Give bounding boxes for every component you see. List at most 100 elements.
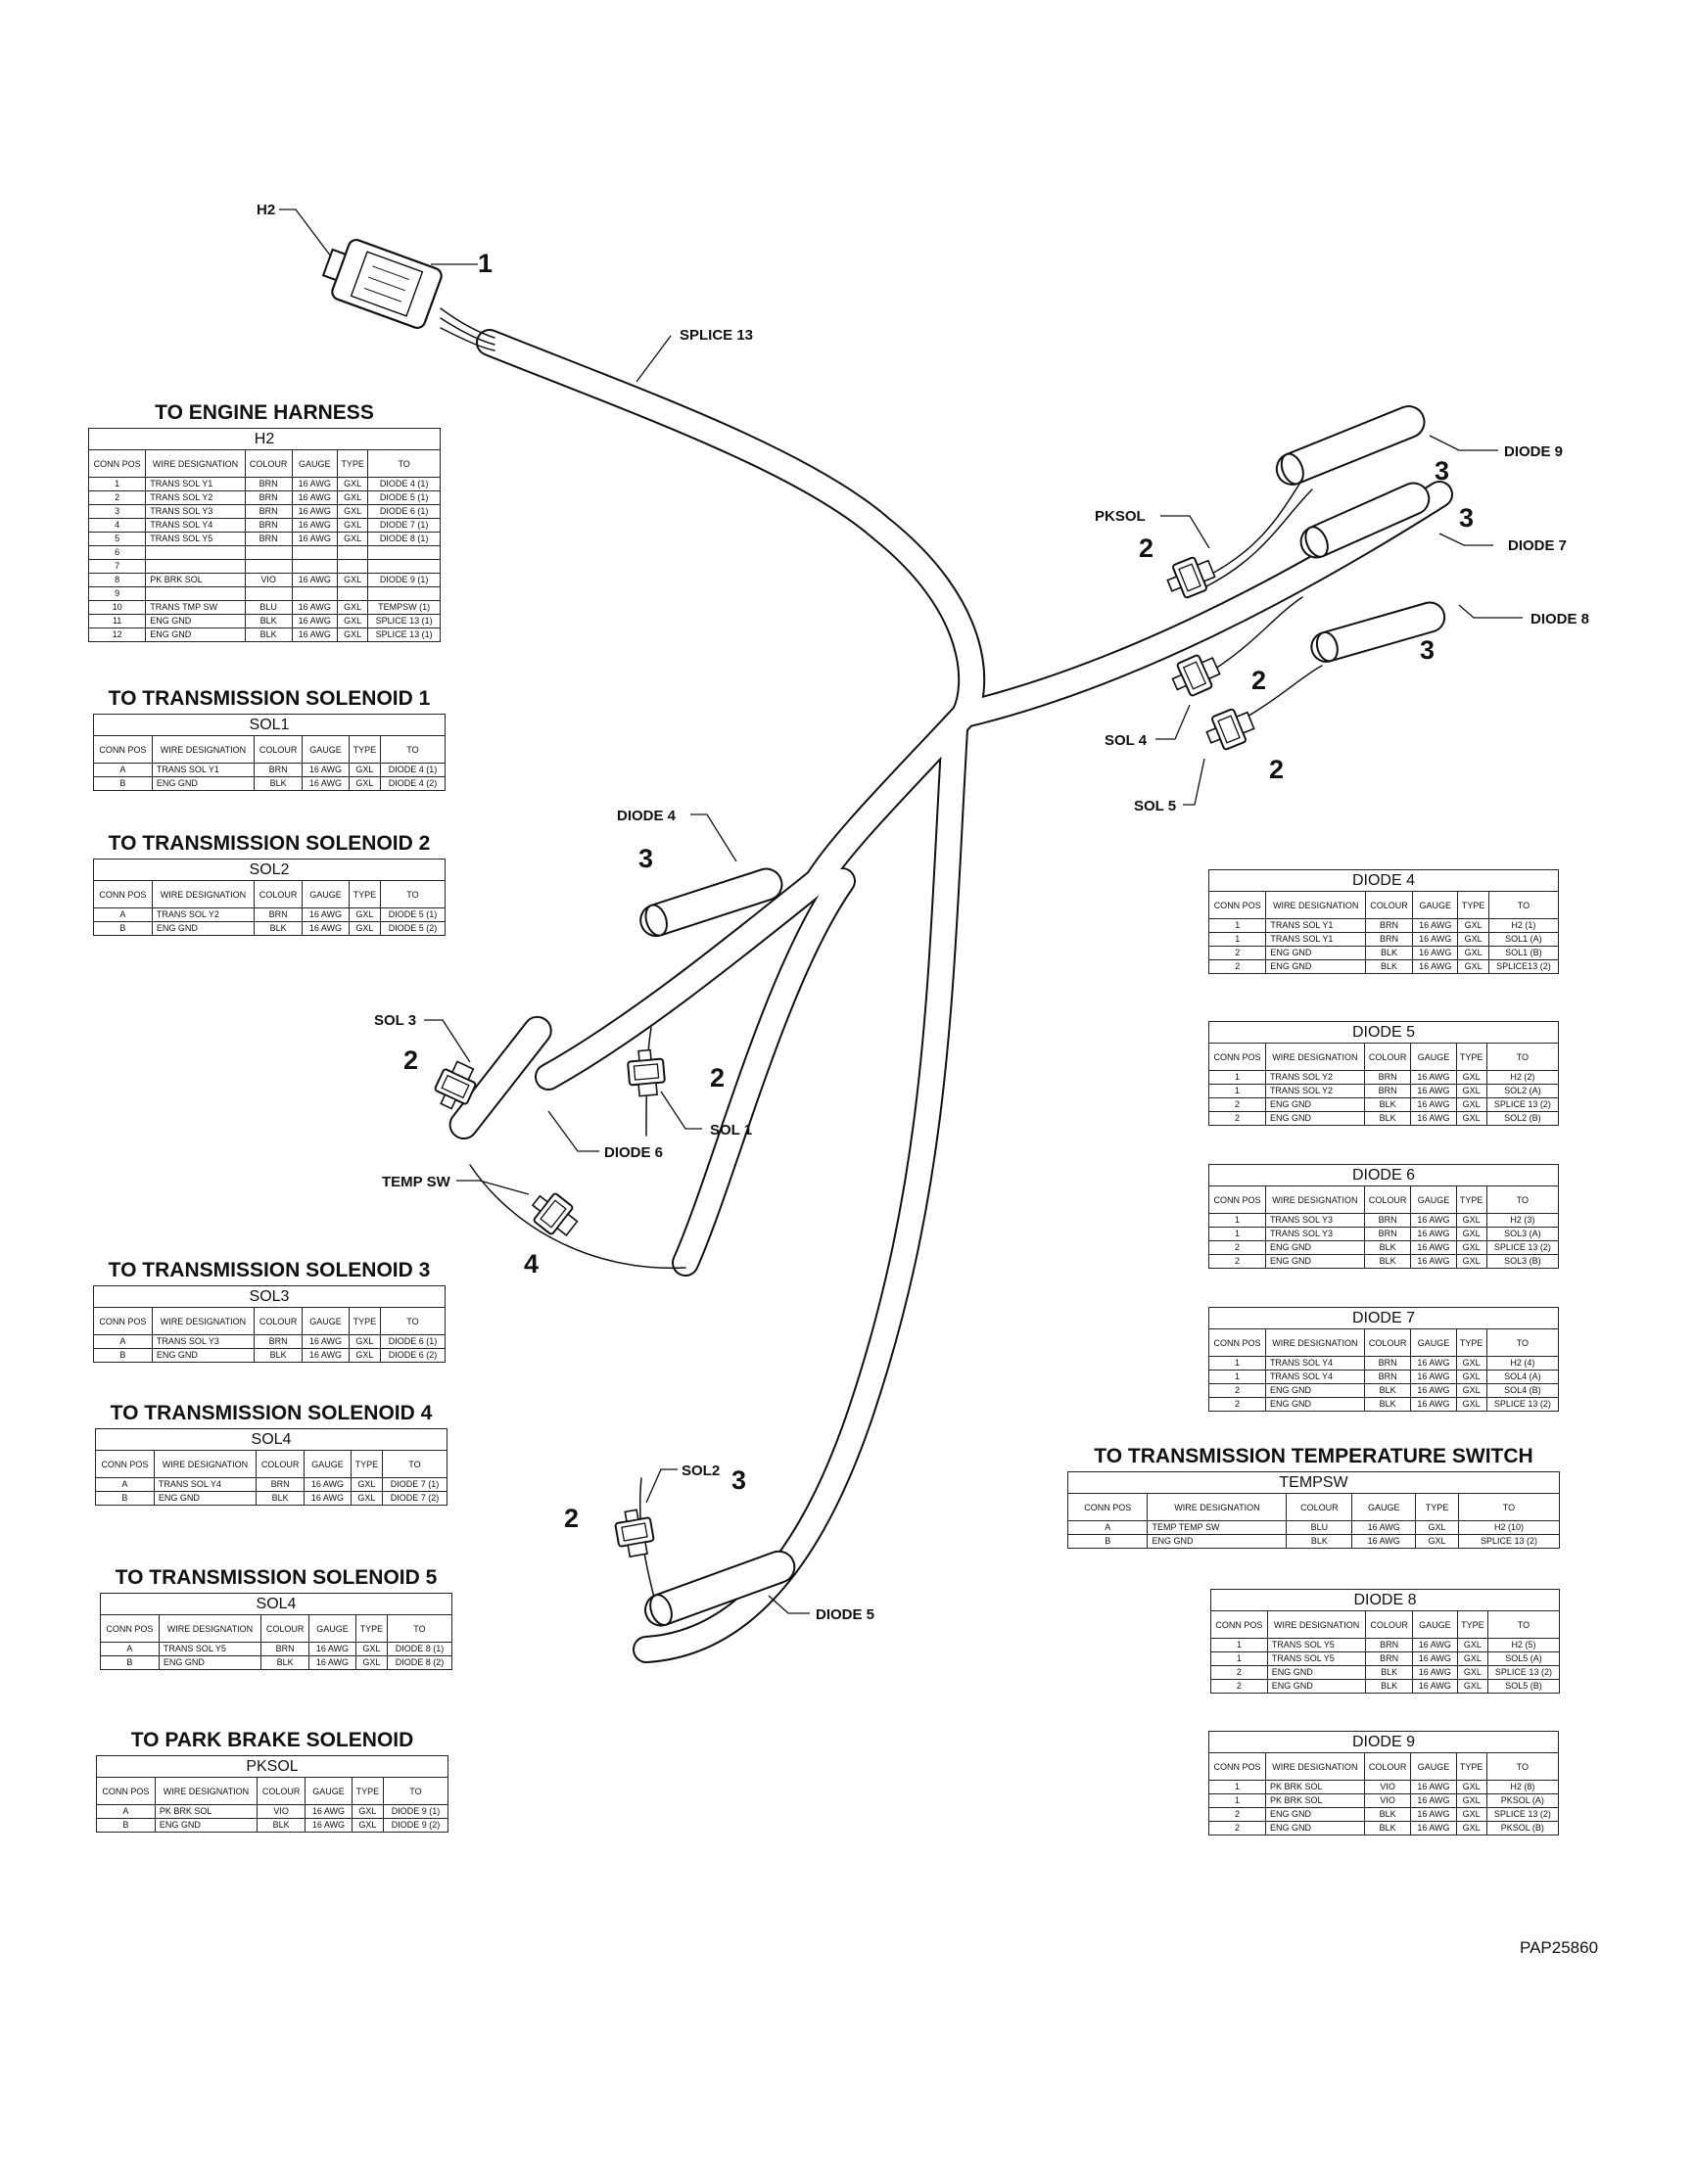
table-cell: H2 (8) — [1485, 1780, 1560, 1794]
table-cell — [145, 545, 246, 560]
column-header: WIRE DESIGNATION — [1264, 1043, 1365, 1071]
table-cell: BLK — [244, 614, 293, 628]
table-cell: B — [100, 1655, 160, 1670]
column-header: TYPE — [354, 1614, 388, 1643]
diode-sleeves — [448, 405, 1446, 1627]
column-header: TO — [382, 1777, 449, 1805]
table-cell: TRANS SOL Y1 — [1265, 918, 1367, 933]
column-header: TO — [1485, 1043, 1560, 1071]
table-cell: 16 AWG — [291, 532, 338, 546]
table-cell: BRN — [254, 763, 304, 777]
callout-2: 2 — [1139, 534, 1154, 563]
column-header: WIRE DESIGNATION — [1264, 1752, 1365, 1781]
table-cell: GXL — [336, 600, 369, 615]
table-cell: TRANS SOL Y5 — [145, 532, 246, 546]
table-cell: TRANS SOL Y3 — [1264, 1213, 1365, 1228]
table-cell: GXL — [348, 1334, 381, 1349]
table-cell: 16 AWG — [291, 600, 338, 615]
table-cell: GXL — [350, 1477, 383, 1492]
column-header: CONN POS — [1207, 891, 1267, 919]
table-cell: DIODE 8 (2) — [386, 1655, 453, 1670]
column-header: CONN POS — [1210, 1610, 1268, 1639]
table-cell: TRANS SOL Y1 — [145, 477, 246, 491]
column-header: WIRE DESIGNATION — [153, 1450, 258, 1478]
table-cell: SOL4 (A) — [1485, 1370, 1560, 1384]
table-cell: 16 AWG — [1410, 1807, 1457, 1822]
table-cell: BLK — [1365, 959, 1414, 974]
table-cell: 2 — [1207, 959, 1267, 974]
table-cell: SPLICE 13 (2) — [1485, 1397, 1560, 1412]
table-title: DIODE 6 — [1208, 1164, 1559, 1186]
column-header: WIRE DESIGNATION — [158, 1614, 262, 1643]
table-heading: TO TRANSMISSION TEMPERATURE SWITCH — [1094, 1445, 1533, 1467]
table-cell: A — [95, 1477, 155, 1492]
table-cell: ENG GND — [154, 1818, 259, 1833]
table-cell: DIODE 6 (2) — [379, 1348, 447, 1363]
column-header: GAUGE — [1410, 1328, 1457, 1357]
column-header: GAUGE — [1410, 1185, 1457, 1214]
table-cell: 16 AWG — [1412, 959, 1459, 974]
table-cell: GXL — [351, 1804, 384, 1819]
table-cell: VIO — [244, 573, 293, 587]
table-title: SOL1 — [93, 714, 446, 736]
table-heading: TO TRANSMISSION SOLENOID 5 — [115, 1566, 438, 1589]
table-cell — [367, 586, 441, 601]
table-cell: 16 AWG — [1411, 1651, 1458, 1666]
table-heading: TO TRANSMISSION SOLENOID 1 — [108, 687, 431, 710]
table-cell: GXL — [336, 532, 369, 546]
table-cell: BLK — [256, 1491, 306, 1506]
table-cell: B — [1066, 1534, 1149, 1549]
diode-5-sleeve — [644, 1550, 796, 1627]
table-cell: ENG GND — [151, 776, 256, 791]
table-cell: PK BRK SOL — [1264, 1780, 1365, 1794]
table-cell: GXL — [1457, 946, 1489, 960]
table-cell: TRANS SOL Y4 — [1264, 1356, 1365, 1371]
table-cell: DIODE 5 (1) — [379, 907, 447, 922]
table-cell: 7 — [87, 559, 147, 574]
table-cell: BRN — [1365, 918, 1414, 933]
table-cell: GXL — [336, 518, 369, 533]
column-header: CONN POS — [87, 449, 147, 478]
column-header: GAUGE — [1411, 1610, 1458, 1639]
column-header: TO — [379, 880, 447, 908]
table-cell: BRN — [1363, 1070, 1412, 1085]
column-header: WIRE DESIGNATION — [1266, 1610, 1367, 1639]
table-title: DIODE 8 — [1210, 1589, 1560, 1611]
table-cell: TRANS SOL Y5 — [1266, 1651, 1367, 1666]
table-cell: GXL — [1457, 932, 1489, 947]
table-cell: ENG GND — [1264, 1111, 1365, 1126]
table-cell: 16 AWG — [1410, 1821, 1457, 1835]
table-cell: SOL3 (B) — [1485, 1254, 1560, 1269]
table-cell: ENG GND — [158, 1655, 262, 1670]
table-cell: ENG GND — [1264, 1097, 1365, 1112]
table-cell: PK BRK SOL — [145, 573, 246, 587]
column-header: GAUGE — [302, 880, 350, 908]
callout-3: 3 — [638, 844, 653, 873]
table-cell: ENG GND — [1264, 1383, 1365, 1398]
table-title: SOL3 — [93, 1285, 446, 1308]
table-cell: 16 AWG — [302, 776, 350, 791]
table-cell: BLK — [254, 776, 304, 791]
table-cell: BRN — [1363, 1370, 1412, 1384]
table-cell: BLK — [1365, 1665, 1413, 1680]
table-cell: GXL — [1456, 1638, 1488, 1652]
table-cell: ENG GND — [1266, 1665, 1367, 1680]
